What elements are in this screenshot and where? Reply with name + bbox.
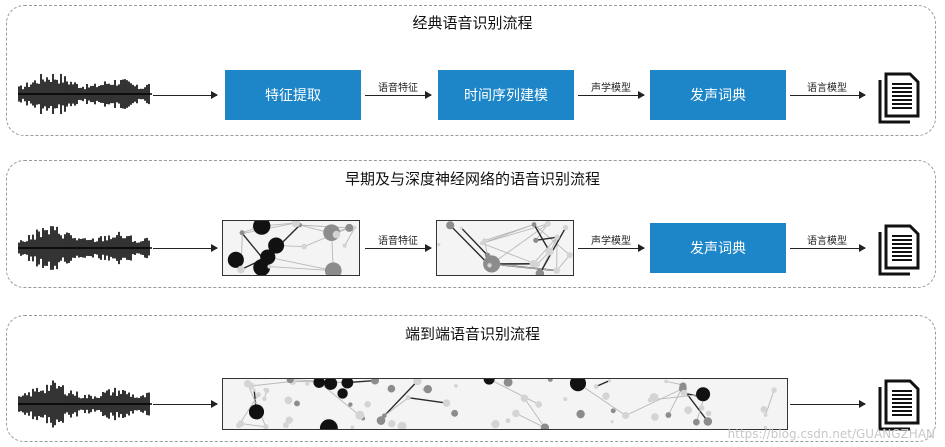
document-icon: [878, 224, 920, 276]
arrow: [790, 244, 866, 252]
dnn-pipeline-panel: [6, 160, 936, 288]
neural-network-graphic: [436, 220, 574, 276]
arrow-label-acoustic-model: 声学模型: [591, 83, 631, 94]
dnn-pipeline-title: 早期及与深度神经网络的语音识别流程: [344, 170, 600, 188]
arrow: [578, 91, 645, 99]
arrow-label-acoustic-model: 声学模型: [591, 236, 631, 247]
feature-extraction-box: 特征提取: [225, 70, 361, 120]
arrow: [790, 400, 866, 408]
arrow-label-speech-feature: 语音特征: [378, 83, 418, 94]
end-to-end-pipeline-title: 端到端语音识别流程: [404, 325, 540, 343]
watermark: https://blog.csdn.net/GUANGZHAN: [727, 427, 935, 441]
sound-waveform-icon: [18, 380, 152, 428]
sequence-modeling-box: 时间序列建模: [438, 70, 574, 120]
classic-pipeline-title: 经典语音识别流程: [412, 14, 533, 32]
sound-waveform-icon: [18, 73, 152, 115]
classic-pipeline-panel: [6, 5, 936, 136]
arrow-label-language-model: 语言模型: [807, 83, 847, 94]
arrow-label-speech-feature: 语音特征: [378, 236, 418, 247]
arrow-label-language-model: 语言模型: [807, 236, 847, 247]
arrow: [153, 91, 218, 99]
arrow: [578, 244, 645, 252]
document-icon: [878, 379, 920, 431]
arrow: [153, 400, 218, 408]
document-icon: [878, 72, 920, 124]
pronunciation-dictionary-box: 发声词典: [650, 223, 786, 273]
arrow: [790, 91, 866, 99]
arrow: [365, 244, 432, 252]
end-to-end-pipeline-panel: [6, 315, 936, 442]
arrow: [153, 244, 218, 252]
pronunciation-dictionary-box: 发声词典: [650, 70, 786, 120]
sound-waveform-icon: [18, 226, 152, 270]
neural-network-graphic: [222, 378, 788, 430]
arrow: [365, 91, 432, 99]
neural-network-graphic: [222, 220, 360, 276]
